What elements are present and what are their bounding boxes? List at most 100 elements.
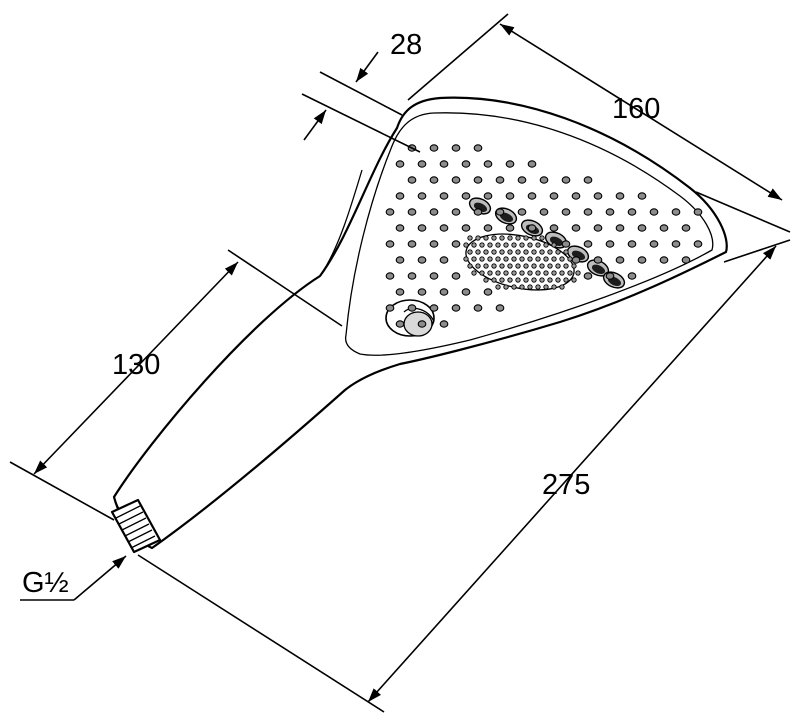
rain-nozzle bbox=[395, 288, 405, 296]
rain-nozzle bbox=[659, 256, 669, 264]
rain-nozzle bbox=[429, 272, 439, 280]
rain-nozzle bbox=[561, 240, 571, 248]
rain-nozzle bbox=[429, 144, 439, 152]
rain-nozzle bbox=[483, 224, 493, 232]
center-nozzle bbox=[519, 242, 525, 248]
center-nozzle bbox=[563, 249, 569, 255]
center-nozzle bbox=[491, 249, 497, 255]
center-nozzle bbox=[535, 242, 541, 248]
center-nozzle bbox=[563, 277, 569, 283]
rain-nozzle bbox=[417, 224, 427, 232]
center-nozzle bbox=[479, 270, 485, 276]
center-nozzle bbox=[507, 249, 513, 255]
center-nozzle bbox=[535, 284, 541, 290]
center-nozzle bbox=[535, 270, 541, 276]
rain-nozzle bbox=[593, 192, 603, 200]
rain-nozzle bbox=[483, 160, 493, 168]
center-nozzle bbox=[495, 256, 501, 262]
head-bevel-line bbox=[319, 169, 363, 277]
rain-nozzle bbox=[671, 208, 681, 216]
center-nozzle bbox=[479, 256, 485, 262]
rain-nozzle bbox=[539, 208, 549, 216]
center-nozzle bbox=[551, 242, 557, 248]
rain-nozzle bbox=[627, 208, 637, 216]
center-nozzle bbox=[527, 242, 533, 248]
rain-nozzle bbox=[495, 304, 505, 312]
center-nozzle bbox=[507, 235, 513, 241]
rain-nozzle bbox=[505, 224, 515, 232]
center-nozzle bbox=[515, 277, 521, 283]
center-nozzle bbox=[535, 256, 541, 262]
center-nozzle bbox=[567, 270, 573, 276]
rain-nozzle bbox=[627, 240, 637, 248]
thread-connector bbox=[110, 498, 162, 554]
center-nozzle bbox=[475, 263, 481, 269]
center-nozzle bbox=[555, 277, 561, 283]
rain-nozzle bbox=[395, 192, 405, 200]
rain-nozzle bbox=[439, 192, 449, 200]
center-nozzle bbox=[543, 270, 549, 276]
rain-nozzle bbox=[473, 304, 483, 312]
center-nozzle bbox=[467, 249, 473, 255]
center-nozzle bbox=[519, 256, 525, 262]
center-nozzle bbox=[539, 277, 545, 283]
dimension-width: 160 bbox=[407, 13, 791, 233]
center-nozzle bbox=[471, 242, 477, 248]
rain-nozzle bbox=[605, 208, 615, 216]
rain-nozzle bbox=[429, 304, 439, 312]
center-nozzle bbox=[479, 242, 485, 248]
center-nozzle bbox=[555, 249, 561, 255]
rain-nozzle bbox=[659, 224, 669, 232]
handle-label: 130 bbox=[112, 349, 160, 381]
rain-nozzle bbox=[439, 256, 449, 264]
center-nozzle bbox=[523, 249, 529, 255]
center-nozzle bbox=[543, 284, 549, 290]
center-nozzle bbox=[515, 235, 521, 241]
rain-nozzle bbox=[693, 240, 703, 248]
center-nozzle bbox=[467, 235, 473, 241]
rain-nozzle bbox=[561, 176, 571, 184]
rain-nozzle bbox=[571, 224, 581, 232]
rain-nozzle bbox=[385, 240, 395, 248]
rain-nozzle bbox=[693, 208, 703, 216]
center-nozzle bbox=[559, 256, 565, 262]
center-nozzle bbox=[467, 263, 473, 269]
rain-nozzle bbox=[395, 256, 405, 264]
thread-label: G½ bbox=[22, 567, 69, 599]
center-nozzle bbox=[523, 277, 529, 283]
depth-label: 28 bbox=[390, 29, 422, 61]
center-nozzle bbox=[571, 277, 577, 283]
rain-nozzle bbox=[439, 160, 449, 168]
center-nozzle bbox=[575, 270, 581, 276]
center-nozzle bbox=[503, 270, 509, 276]
rain-nozzle bbox=[451, 272, 461, 280]
rain-nozzle bbox=[649, 240, 659, 248]
rain-nozzle bbox=[571, 192, 581, 200]
center-nozzle bbox=[499, 263, 505, 269]
rain-nozzle bbox=[671, 240, 681, 248]
rain-nozzle bbox=[385, 272, 395, 280]
rain-nozzle bbox=[461, 288, 471, 296]
total-label: 275 bbox=[542, 469, 590, 501]
rain-nozzle bbox=[539, 176, 549, 184]
center-nozzle bbox=[527, 256, 533, 262]
rain-nozzle bbox=[429, 176, 439, 184]
rain-nozzle bbox=[583, 272, 593, 280]
center-nozzle bbox=[463, 242, 469, 248]
center-nozzle bbox=[495, 284, 501, 290]
rain-nozzle bbox=[451, 144, 461, 152]
rain-nozzle bbox=[407, 304, 417, 312]
rain-nozzle bbox=[615, 192, 625, 200]
center-nozzle bbox=[499, 249, 505, 255]
rain-nozzle bbox=[429, 208, 439, 216]
rain-nozzle bbox=[583, 240, 593, 248]
rain-nozzle bbox=[395, 224, 405, 232]
rain-nozzle bbox=[549, 192, 559, 200]
center-nozzle bbox=[527, 284, 533, 290]
center-nozzle bbox=[483, 277, 489, 283]
rain-nozzle bbox=[483, 288, 493, 296]
rain-nozzle bbox=[451, 176, 461, 184]
rain-nozzle bbox=[637, 256, 647, 264]
rain-nozzle bbox=[473, 144, 483, 152]
center-nozzle bbox=[547, 277, 553, 283]
